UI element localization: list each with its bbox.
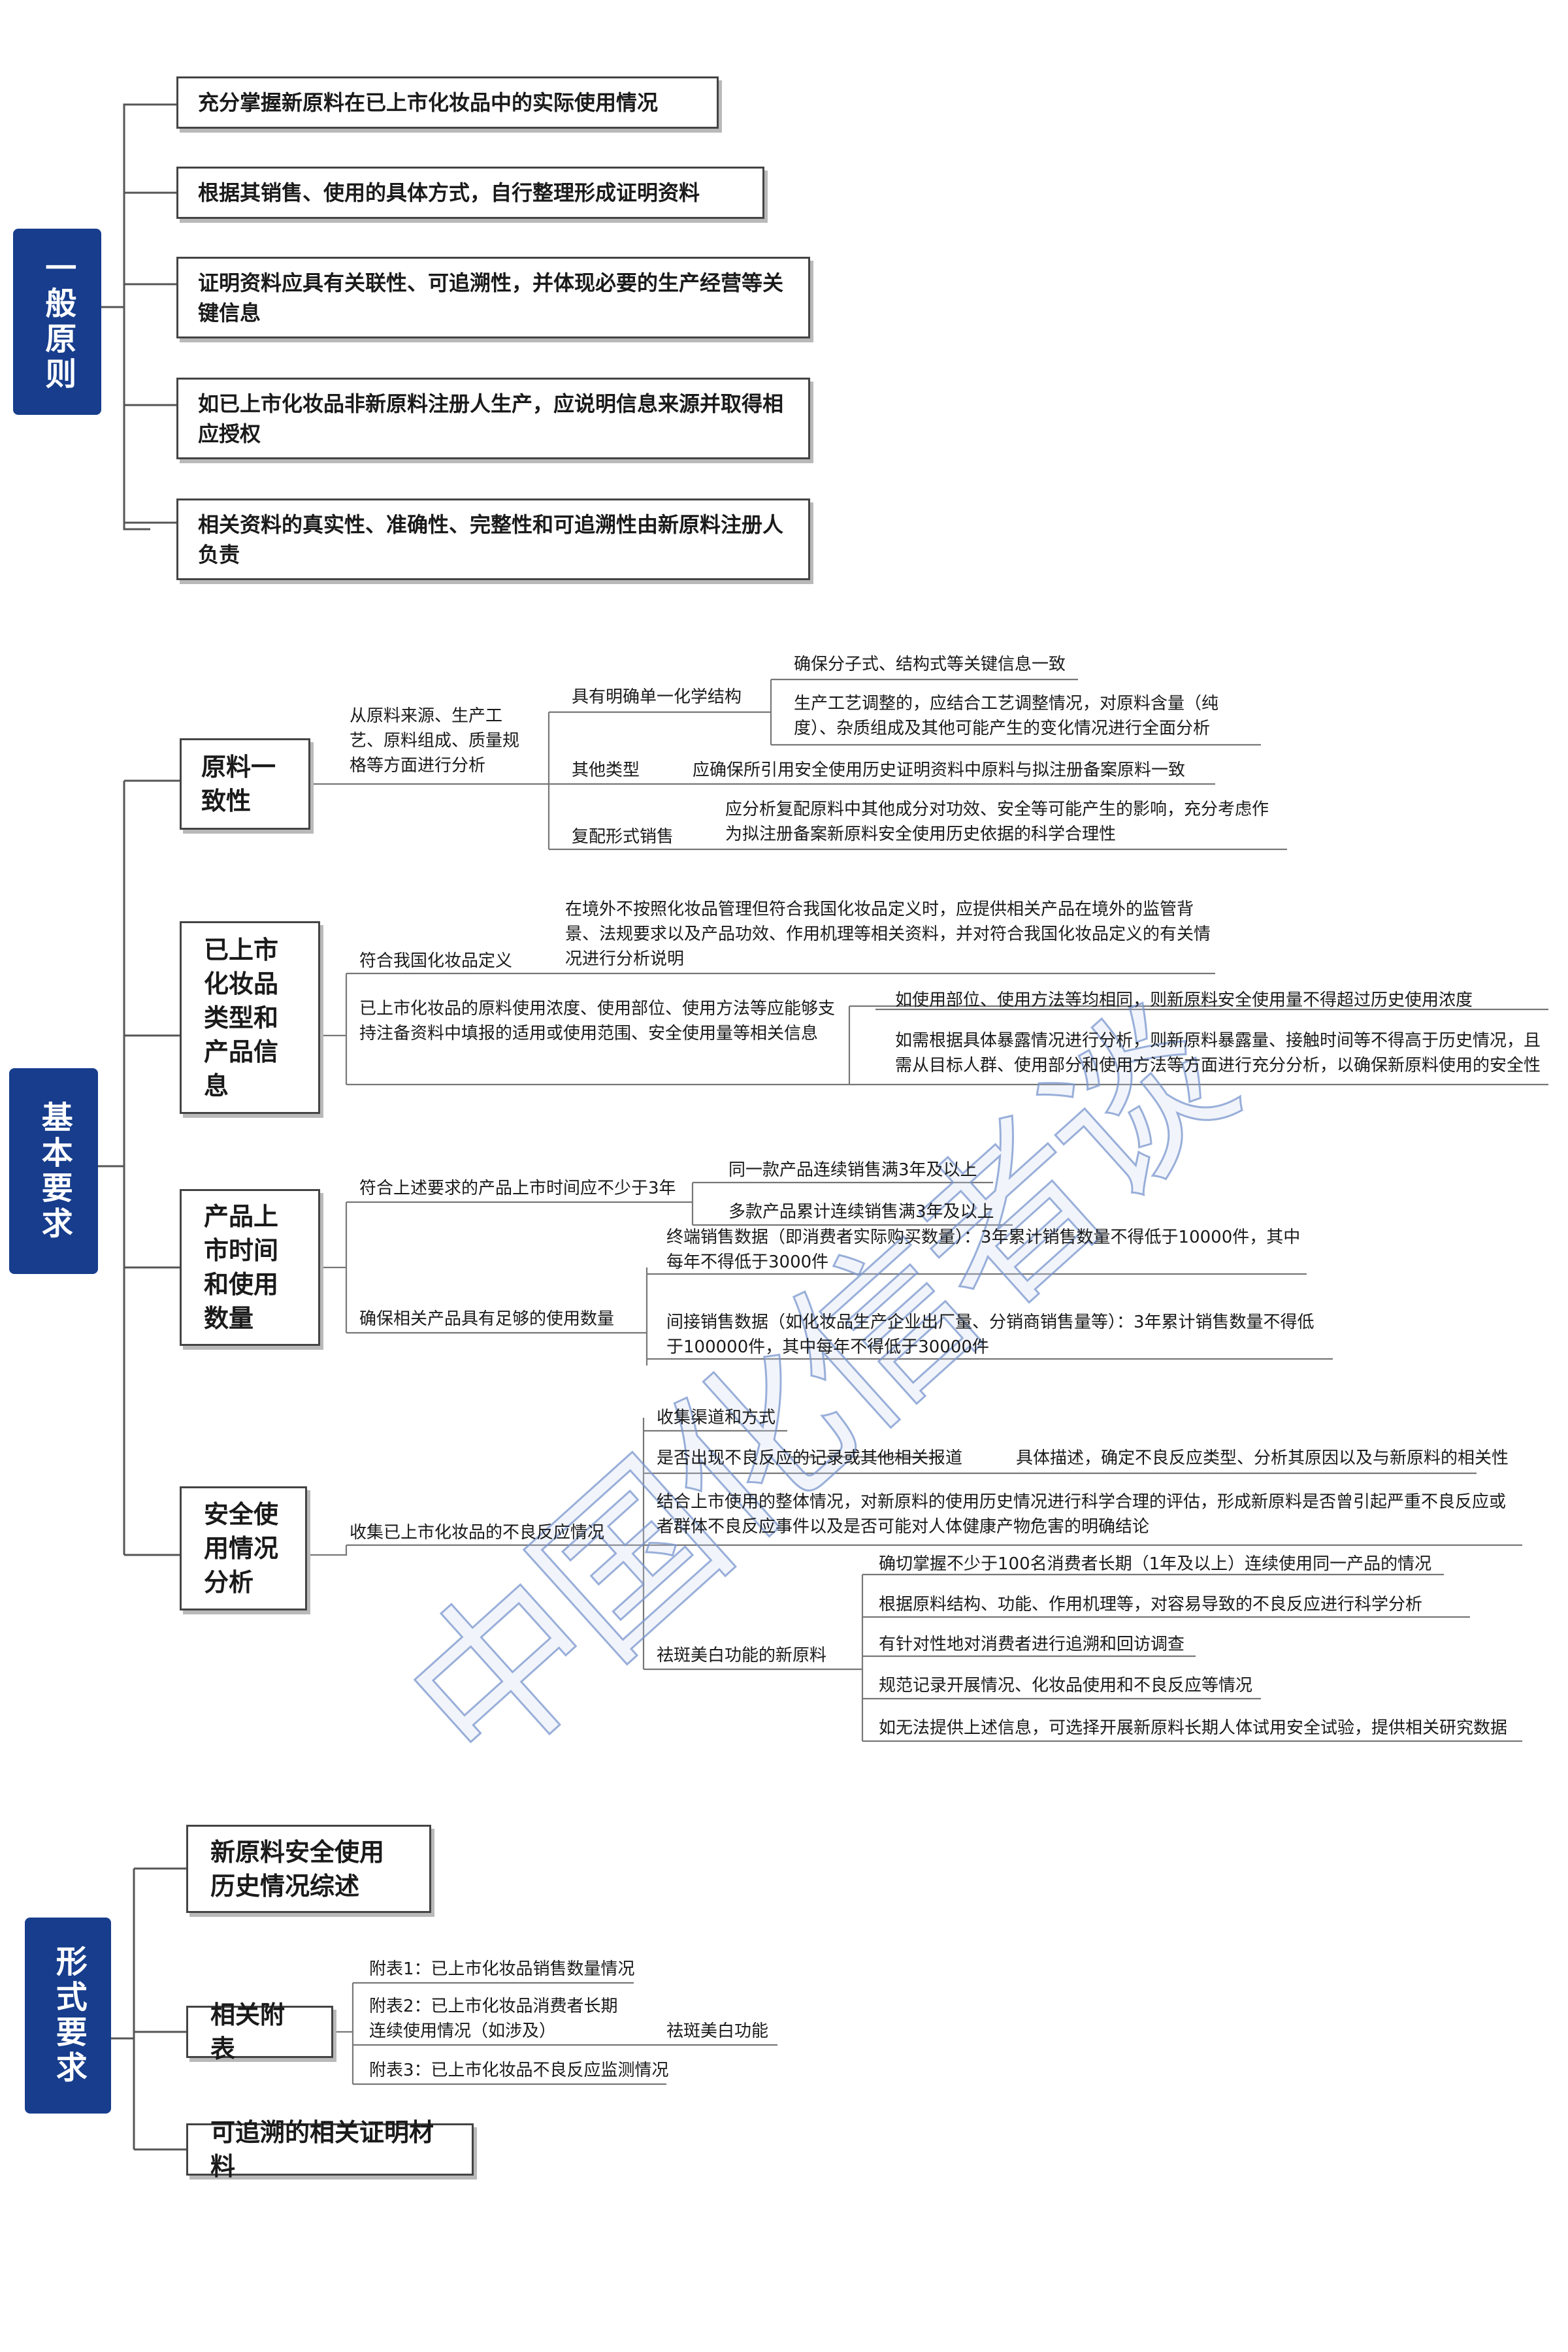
overall-evaluation-text: 结合上市使用的整体情况，对新原料的使用历史情况进行科学合理的评估，形成新原料是否… [657, 1492, 1507, 1537]
whitening-label: 祛斑美白功能的新原料 [657, 1646, 827, 1665]
process-change-text: 生产工艺调整的，应结合工艺调整情况，对原料含量（纯度）、杂质组成及其他可能产生的… [794, 694, 1219, 738]
other-type-label: 其他类型 [572, 760, 640, 780]
same-product-text: 同一款产品连续销售满3年及以上 [728, 1160, 977, 1180]
time-requirement-label: 符合上述要求的产品上市时间应不少于3年 [359, 1179, 676, 1198]
principle-box: 如已上市化妆品非新原料注册人生产，应说明信息来源并取得相应授权 [176, 378, 810, 459]
same-usage-text: 如使用部位、使用方法等均相同，则新原料安全使用量不得超过历史使用浓度 [895, 990, 1473, 1010]
describe-text: 具体描述，确定不良反应类型、分析其原因以及与新原料的相关性 [1016, 1448, 1509, 1468]
appendix-1-text: 附表1：已上市化妆品销售数量情况 [369, 1959, 635, 1979]
raw-consistency-box: 原料一致性 [180, 738, 310, 830]
reports-label: 是否出现不良反应的记录或其他相关报道 [657, 1448, 963, 1468]
safety-box: 安全使用情况分析 [180, 1486, 307, 1610]
category-general: 一般原则 [13, 229, 101, 415]
whitening-item: 如无法提供上述信息，可选择开展新原料长期人体试用安全试验，提供相关研究数据 [879, 1718, 1508, 1738]
principle-box: 充分掌握新原料在已上市化妆品中的实际使用情况 [176, 76, 719, 129]
whitening-item: 规范记录开展情况、化妆品使用和不良反应等情况 [879, 1676, 1253, 1695]
principle-box: 根据其销售、使用的具体方式，自行整理形成证明资料 [176, 167, 764, 219]
summary-box: 新原料安全使用历史情况综述 [186, 1825, 431, 1913]
other-type-detail: 应确保所引用安全使用历史证明资料中原料与拟注册备案原料一致 [693, 760, 1186, 780]
appendix-2-note: 祛斑美白功能 [666, 2021, 769, 2041]
collect-adverse-label: 收集已上市化妆品的不良反应情况 [350, 1523, 605, 1543]
traceable-box: 可追溯的相关证明材料 [186, 2118, 474, 2181]
exposure-text: 如需根据具体暴露情况进行分析，则新原料暴露量、接触时间等不得高于历史情况，且需从… [895, 1031, 1541, 1075]
whitening-item: 根据原料结构、功能、作用机理等，对容易导致的不良反应进行科学分析 [879, 1595, 1423, 1614]
usage-support-text: 已上市化妆品的原料使用浓度、使用部位、使用方法等应能够支持注备资料中填报的适用或… [359, 999, 836, 1043]
product-type-box: 已上市化妆品类型和产品信息 [180, 921, 320, 1114]
category-basic: 基本要求 [9, 1068, 98, 1274]
fit-definition-label: 符合我国化妆品定义 [359, 951, 513, 971]
appendix-box: 相关附表 [186, 2001, 333, 2063]
quantity-requirement-label: 确保相关产品具有足够的使用数量 [359, 1309, 615, 1329]
ensure-formula-text: 确保分子式、结构式等关键信息一致 [794, 655, 1066, 674]
appendix-2-text: 附表2：已上市化妆品消费者长期连续使用情况（如涉及） [369, 1997, 618, 2041]
principle-box: 相关资料的真实性、准确性、完整性和可追溯性由新原料注册人负责 [176, 498, 810, 580]
appendix-3-text: 附表3：已上市化妆品不良反应监测情况 [369, 2061, 669, 2080]
terminal-sales-text: 终端销售数据（即消费者实际购买数量）：3年累计销售数量不得低于10000件，其中… [666, 1228, 1301, 1272]
channels-label: 收集渠道和方式 [657, 1408, 776, 1428]
multi-product-text: 多款产品累计连续销售满3年及以上 [728, 1202, 994, 1222]
market-time-box: 产品上市时间和使用数量 [180, 1189, 320, 1346]
single-structure-label: 具有明确单一化学结构 [572, 687, 742, 707]
indirect-sales-text: 间接销售数据（如化妆品生产企业出厂量、分销商销售量等）：3年累计销售数量不得低于… [666, 1313, 1315, 1357]
compound-detail-text: 应分析复配原料中其他成分对功效、安全等可能产生的影响，充分考虑作为拟注册备案新原… [725, 800, 1269, 844]
whitening-item: 确切掌握不少于100名消费者长期（1年及以上）连续使用同一产品的情况 [879, 1554, 1432, 1574]
compound-sale-label: 复配形式销售 [572, 827, 674, 847]
category-format: 形式要求 [25, 1918, 111, 2114]
whitening-item: 有针对性地对消费者进行追溯和回访调查 [879, 1635, 1185, 1654]
raw-intro-text: 从原料来源、生产工艺、原料组成、质量规格等方面进行分析 [350, 706, 520, 776]
overseas-text: 在境外不按照化妆品管理但符合我国化妆品定义时，应提供相关产品在境外的监管背景、法… [565, 900, 1211, 969]
principle-box: 证明资料应具有关联性、可追溯性，并体现必要的生产经营等关键信息 [176, 257, 810, 338]
